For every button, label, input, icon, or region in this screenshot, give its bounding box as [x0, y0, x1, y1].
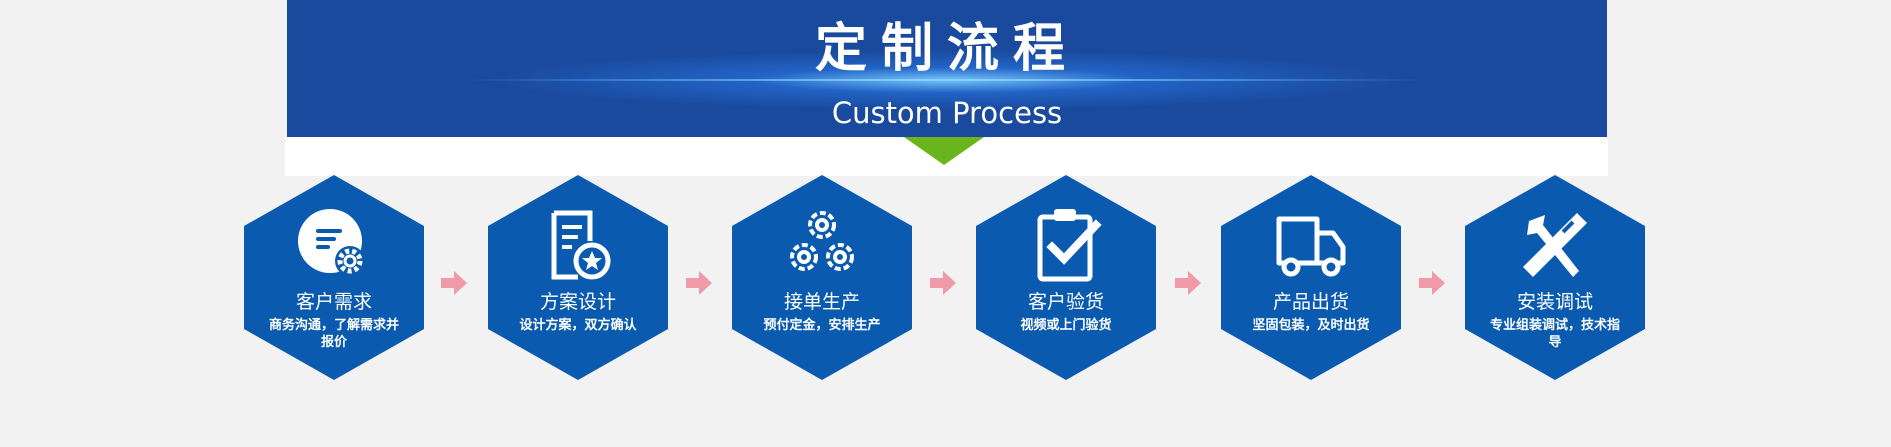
step-desc: 坚固包装，及时出货 [1252, 318, 1370, 333]
hexagon-shape [1465, 175, 1645, 380]
step-customer-needs: 客户需求 商务沟通，了解需求并报价 [244, 175, 424, 380]
step-desc: 专业组装调试，技术指导 [1489, 318, 1620, 350]
arrow-right-icon [1419, 271, 1445, 295]
step-desc: 视频或上门验货 [1020, 318, 1112, 333]
step-desc: 商务沟通，了解需求并报价 [268, 318, 399, 350]
tools-icon [1523, 213, 1587, 277]
arrow-right-icon [686, 271, 712, 295]
step-label: 客户验货 [1027, 291, 1104, 313]
hexagon-shape [244, 175, 424, 380]
hexagon-shape [1221, 175, 1401, 380]
page-subtitle: Custom Process [831, 96, 1063, 130]
arrow-right-icon [1175, 271, 1201, 295]
page-title: 定制流程 [814, 19, 1079, 79]
chat-gear-icon [298, 209, 365, 276]
step-order-production: 接单生产 预付定金，安排生产 [732, 175, 912, 380]
step-label: 方案设计 [539, 291, 616, 313]
step-shipping: 产品出货 坚固包装，及时出货 [1221, 175, 1401, 380]
arrow-right-icon [441, 271, 467, 295]
step-label: 安装调试 [1516, 291, 1593, 313]
step-label: 接单生产 [783, 291, 860, 313]
document-star-icon [551, 210, 611, 280]
step-label: 客户需求 [295, 291, 372, 313]
arrow-right-icon [930, 271, 956, 295]
step-desc: 设计方案，双方确认 [519, 318, 637, 333]
step-installation: 安装调试 专业组装调试，技术指导 [1465, 175, 1645, 380]
clipboard-check-icon [1037, 209, 1102, 282]
step-desc: 预付定金，安排生产 [763, 318, 881, 333]
step-inspection: 客户验货 视频或上门验货 [976, 175, 1156, 380]
header-banner: 定制流程 Custom Process [287, 0, 1607, 137]
banner-divider [467, 79, 1427, 81]
step-solution-design: 方案设计 设计方案，双方确认 [488, 175, 668, 380]
hexagon-shape [732, 175, 912, 380]
truck-icon [1276, 216, 1346, 277]
gears-icon [790, 211, 854, 271]
step-label: 产品出货 [1272, 291, 1349, 313]
pointer-triangle [904, 137, 984, 165]
